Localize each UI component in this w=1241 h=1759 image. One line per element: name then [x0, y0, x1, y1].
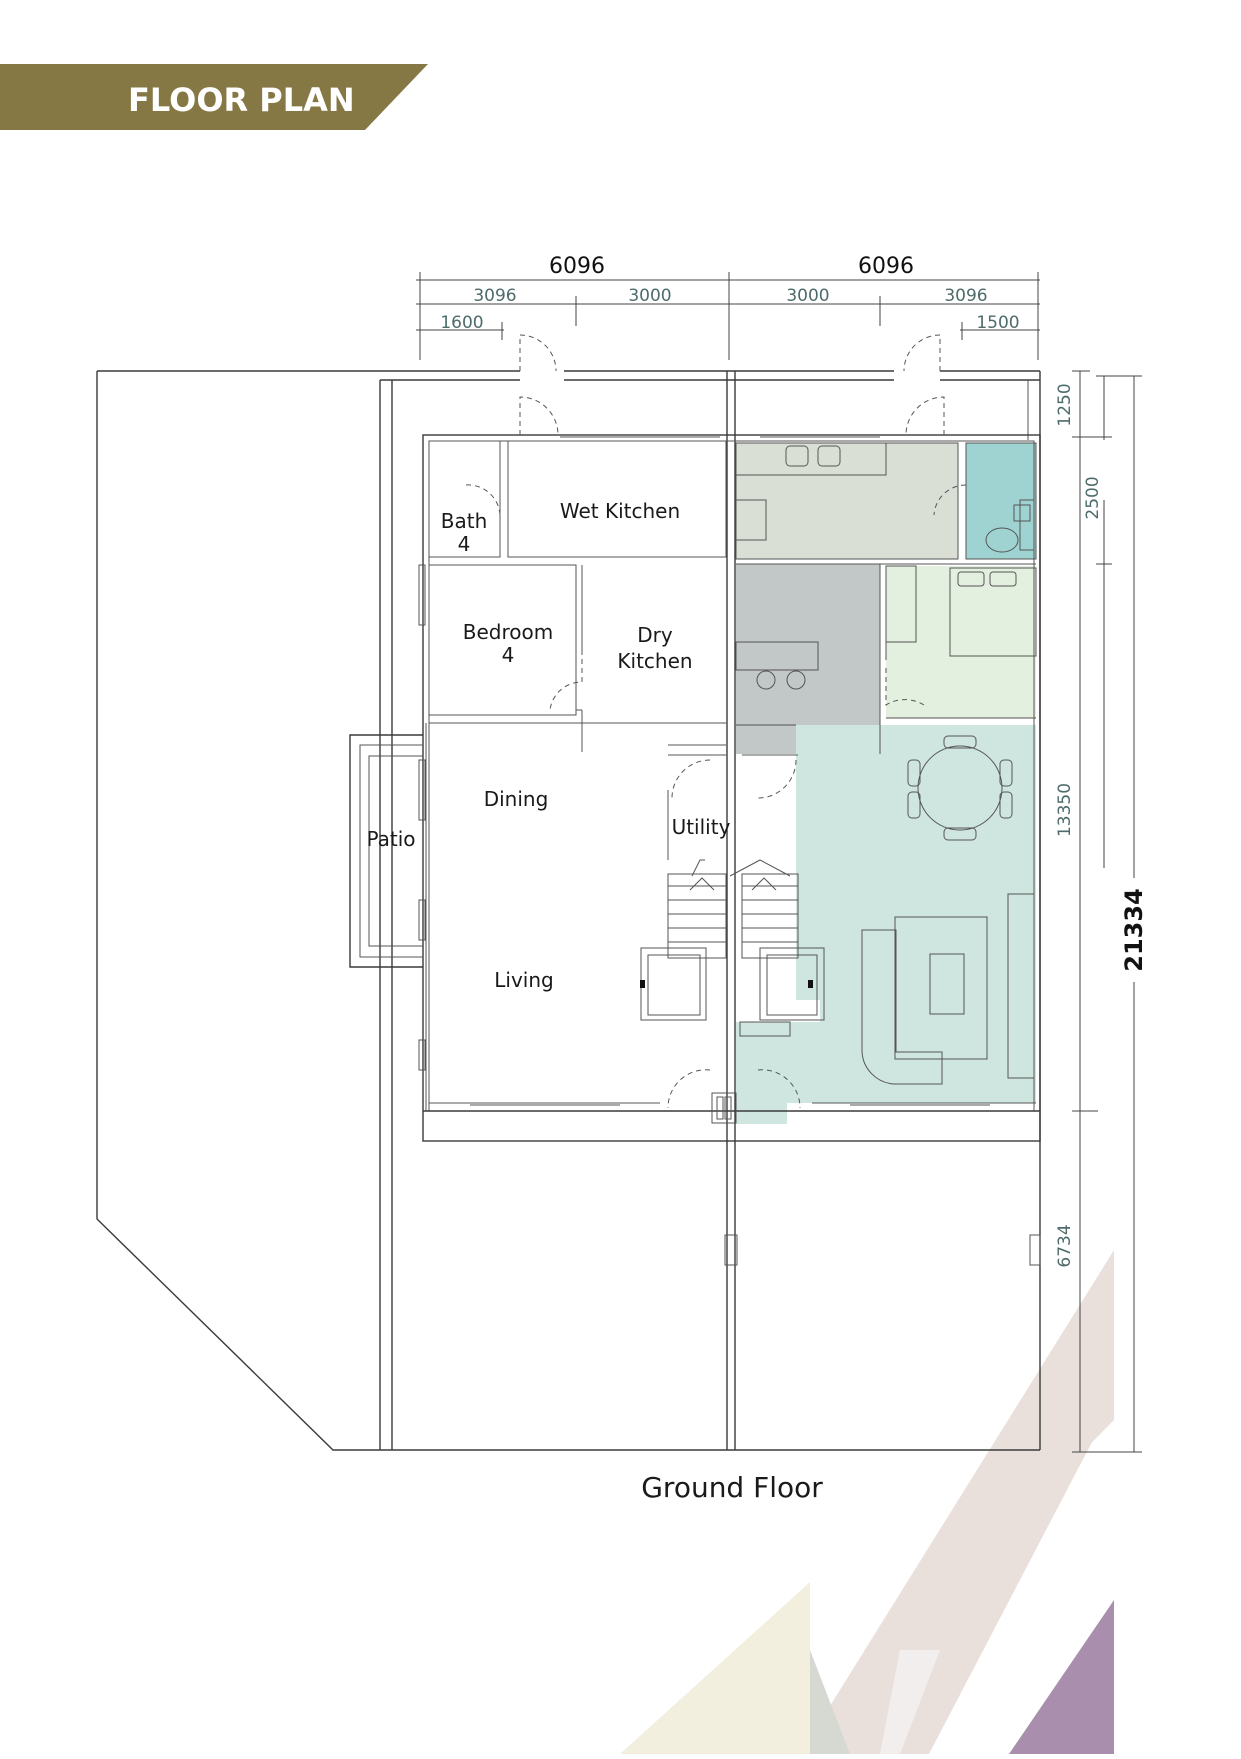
- dim-top-left-a: 3096: [473, 286, 516, 306]
- dim-top-right-a: 3000: [786, 286, 829, 306]
- right-dimensions: 1250 2500 13350 6734 21334: [1055, 370, 1148, 1453]
- deco-beige-strip: [1035, 1390, 1114, 1500]
- dim-top-left-b: 3000: [628, 286, 671, 306]
- toilet-icon: [985, 527, 1019, 553]
- dim-offset-left: 1600: [440, 313, 483, 333]
- deco-cream-band: [620, 1582, 810, 1754]
- room-label-bath-number: 4: [458, 532, 471, 556]
- dim-right-1250: 1250: [1055, 383, 1075, 426]
- room-label-bedroom-number: 4: [502, 643, 515, 667]
- kitchen-island: [735, 641, 819, 671]
- room-label-dry-kitchen-1: Dry: [637, 623, 673, 647]
- wardrobe-icon: [885, 565, 917, 643]
- room-labels: Bath 4 Wet Kitchen Bedroom 4 Dry Kitchen…: [366, 499, 730, 992]
- dim-top-right-total: 6096: [858, 254, 914, 279]
- floor-caption: Ground Floor: [641, 1471, 823, 1504]
- dim-right-6734: 6734: [1055, 1224, 1075, 1267]
- rug-icon: [894, 916, 988, 1060]
- tv-console-icon: [1007, 893, 1035, 1079]
- basin-icon: [1013, 504, 1031, 522]
- dim-right-2500: 2500: [1083, 476, 1103, 519]
- room-label-bedroom: Bedroom: [463, 620, 553, 644]
- building-walls: [349, 434, 1041, 1266]
- deco-light-sliver: [880, 1650, 940, 1754]
- dim-right-13350: 13350: [1055, 783, 1075, 837]
- room-label-bath: Bath: [441, 509, 488, 533]
- room-label-wet-kitchen: Wet Kitchen: [560, 499, 680, 523]
- dry-kitchen-fill: [736, 564, 880, 754]
- coffee-table-icon: [929, 953, 965, 1015]
- page-title: FLOOR PLAN: [128, 81, 355, 119]
- dim-overall-depth: 21334: [1120, 888, 1148, 972]
- deco-gray-sliver: [810, 1650, 850, 1754]
- banner-shape: [0, 64, 428, 130]
- room-label-patio: Patio: [366, 827, 415, 851]
- header-banner: FLOOR PLAN: [0, 64, 428, 130]
- room-label-dry-kitchen-2: Kitchen: [617, 649, 692, 673]
- dim-top-right-b: 3096: [944, 286, 987, 306]
- deco-purple-band: [1009, 1400, 1114, 1754]
- bed-icon: [949, 567, 1037, 657]
- top-dimensions: 6096 6096 3096 3000 3000 3096 1600 1500: [416, 254, 1040, 360]
- dining-table-icon: [917, 745, 1003, 831]
- dim-offset-right: 1500: [976, 313, 1019, 333]
- bath-fill: [966, 443, 1036, 559]
- stool-icon: [756, 670, 776, 690]
- furniture: [735, 442, 1037, 1085]
- shoe-cabinet-icon: [739, 1021, 791, 1037]
- deco-beige-band: [800, 1250, 1114, 1754]
- sink-icon: [817, 445, 841, 467]
- sofa-icon: [861, 929, 943, 1085]
- sink-icon: [785, 445, 809, 467]
- room-label-utility: Utility: [672, 815, 731, 839]
- room-label-dining: Dining: [484, 787, 549, 811]
- stove-icon: [735, 499, 767, 541]
- door-swings: [465, 334, 967, 1109]
- decorative-corner-shapes: [620, 1250, 1114, 1754]
- living-fill: [736, 725, 1036, 1124]
- stool-icon: [786, 670, 806, 690]
- wet-kitchen-fill: [736, 443, 958, 559]
- room-label-living: Living: [494, 968, 553, 992]
- dim-top-left-total: 6096: [549, 254, 605, 279]
